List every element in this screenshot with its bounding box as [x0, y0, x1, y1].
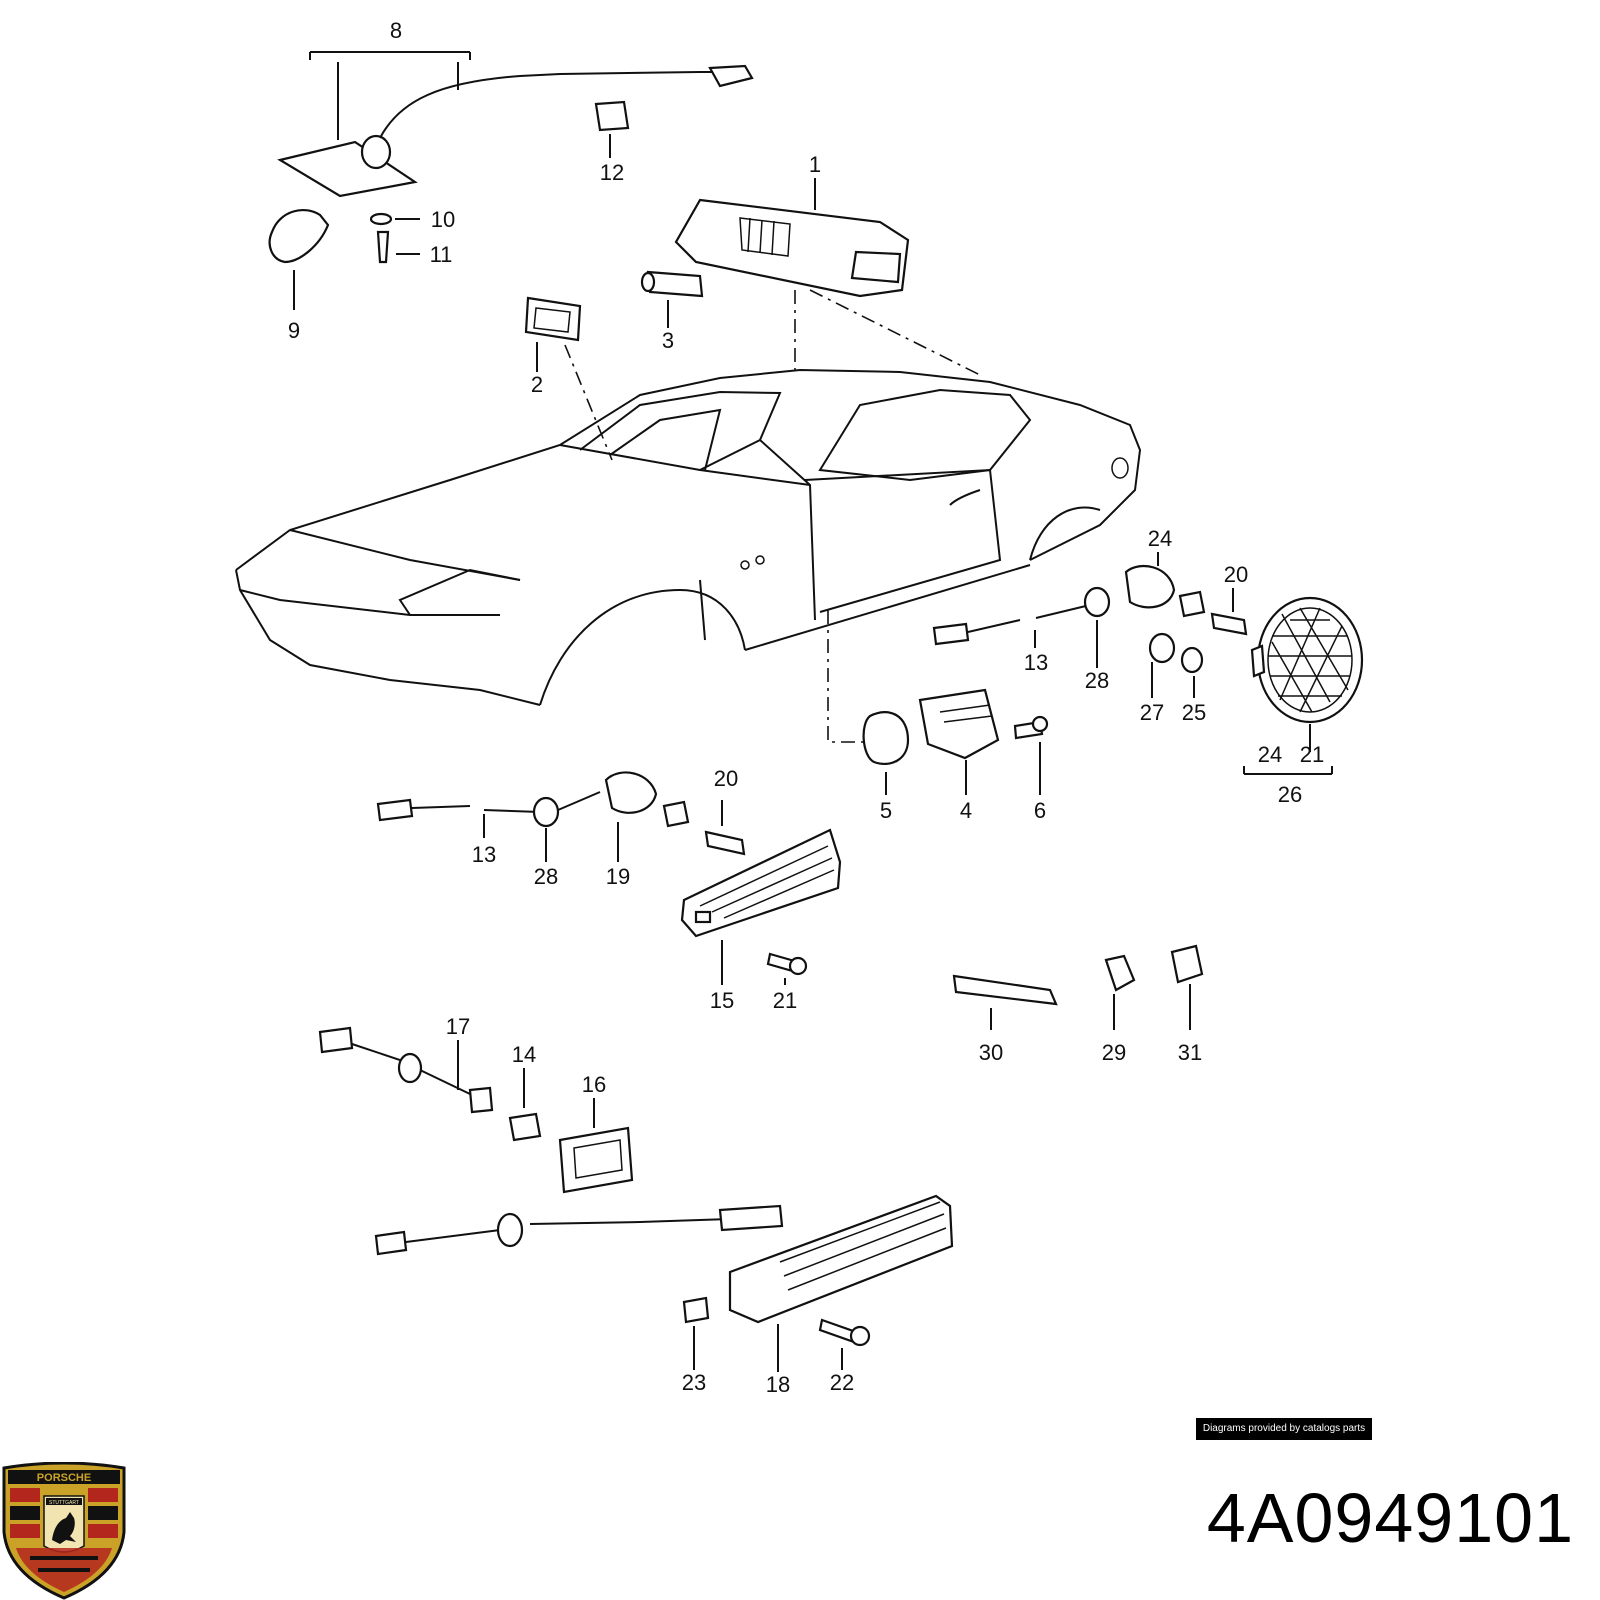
callout-19: 19	[606, 864, 630, 889]
wiring-18	[374, 1204, 784, 1256]
callout-21-right: 21	[1300, 742, 1324, 767]
screw-11	[376, 230, 420, 264]
screw-21-left	[766, 952, 808, 985]
screw-22	[818, 1318, 871, 1370]
washer-25	[1180, 646, 1204, 698]
wiring-17	[318, 1026, 494, 1114]
clip-23	[682, 1296, 710, 1370]
part-number: 4A0949101	[1206, 1479, 1574, 1557]
callout-12: 12	[600, 160, 624, 185]
bulb-20-left	[704, 800, 746, 856]
switch-2	[524, 296, 613, 461]
callout-1: 1	[809, 152, 821, 177]
door-contact-switch-4	[918, 688, 1000, 795]
callout-27: 27	[1140, 700, 1164, 725]
callout-26: 26	[1278, 782, 1302, 807]
car-body	[235, 368, 1142, 706]
porsche-crest-logo: PORSCHE STUTTGART	[2, 1462, 126, 1600]
callout-10: 10	[431, 207, 455, 232]
callout-24-group: 24	[1258, 742, 1282, 767]
callout-6: 6	[1034, 798, 1046, 823]
svg-text:PORSCHE: PORSCHE	[37, 1472, 91, 1484]
callout-20-right: 20	[1224, 562, 1248, 587]
callout-8: 8	[390, 18, 402, 43]
callout-15: 15	[710, 988, 734, 1013]
callout-28-right: 28	[1085, 668, 1109, 693]
callout-24-top: 24	[1148, 526, 1172, 551]
screw-6	[1013, 715, 1049, 795]
bulb-20-right	[1210, 588, 1248, 636]
clip-12	[594, 100, 630, 158]
callout-11: 11	[430, 242, 453, 267]
callout-31: 31	[1178, 1040, 1202, 1065]
bracket-26	[1243, 766, 1333, 775]
credit-banner: Diagrams provided by catalogs parts	[1196, 1418, 1372, 1440]
callout-20-left: 20	[714, 766, 738, 791]
reflector-21-round	[1250, 596, 1364, 752]
svg-text:STUTTGART: STUTTGART	[49, 1500, 79, 1506]
side-marker-18	[728, 1194, 954, 1372]
callout-14: 14	[512, 1042, 536, 1067]
bulb-9	[268, 208, 330, 310]
callout-3: 3	[662, 328, 674, 353]
callout-28-left: 28	[534, 864, 558, 889]
nut-27	[1148, 632, 1176, 698]
callout-9: 9	[288, 318, 300, 343]
socket-24-right	[1124, 552, 1206, 618]
dome-lamp-1	[674, 178, 981, 376]
callout-13-right: 13	[1024, 650, 1048, 675]
license-lamp-assembly	[277, 51, 754, 198]
callout-17: 17	[446, 1014, 470, 1039]
bulb-3	[640, 270, 704, 328]
callout-23: 23	[682, 1370, 706, 1395]
grommet-28-right	[1083, 586, 1111, 668]
callout-21-left: 21	[773, 988, 797, 1013]
callout-29: 29	[1102, 1040, 1126, 1065]
clip-29	[1104, 954, 1136, 1030]
socket-14	[508, 1068, 542, 1142]
washer-10	[369, 212, 420, 226]
lamp-lens-16	[558, 1098, 634, 1194]
clip-31	[1170, 944, 1204, 1030]
callout-30: 30	[979, 1040, 1003, 1065]
callout-16: 16	[582, 1072, 606, 1097]
grommet-5	[827, 610, 910, 795]
grommet-28-left	[532, 796, 560, 862]
strip-30	[952, 974, 1058, 1030]
callout-22: 22	[830, 1370, 854, 1395]
callout-2: 2	[531, 372, 543, 397]
callout-25: 25	[1182, 700, 1206, 725]
callout-4: 4	[960, 798, 972, 823]
wiring-13-left	[376, 798, 541, 838]
socket-19	[557, 771, 690, 862]
callout-13-left: 13	[472, 842, 496, 867]
wiring-13-right	[932, 604, 1091, 648]
callout-18: 18	[766, 1372, 790, 1397]
callout-5: 5	[880, 798, 892, 823]
side-marker-15	[680, 828, 842, 985]
callout-labels: 1 2 3 4 5 6 8 9 10 11 12 13 13 14 15 16 …	[288, 18, 1324, 1397]
